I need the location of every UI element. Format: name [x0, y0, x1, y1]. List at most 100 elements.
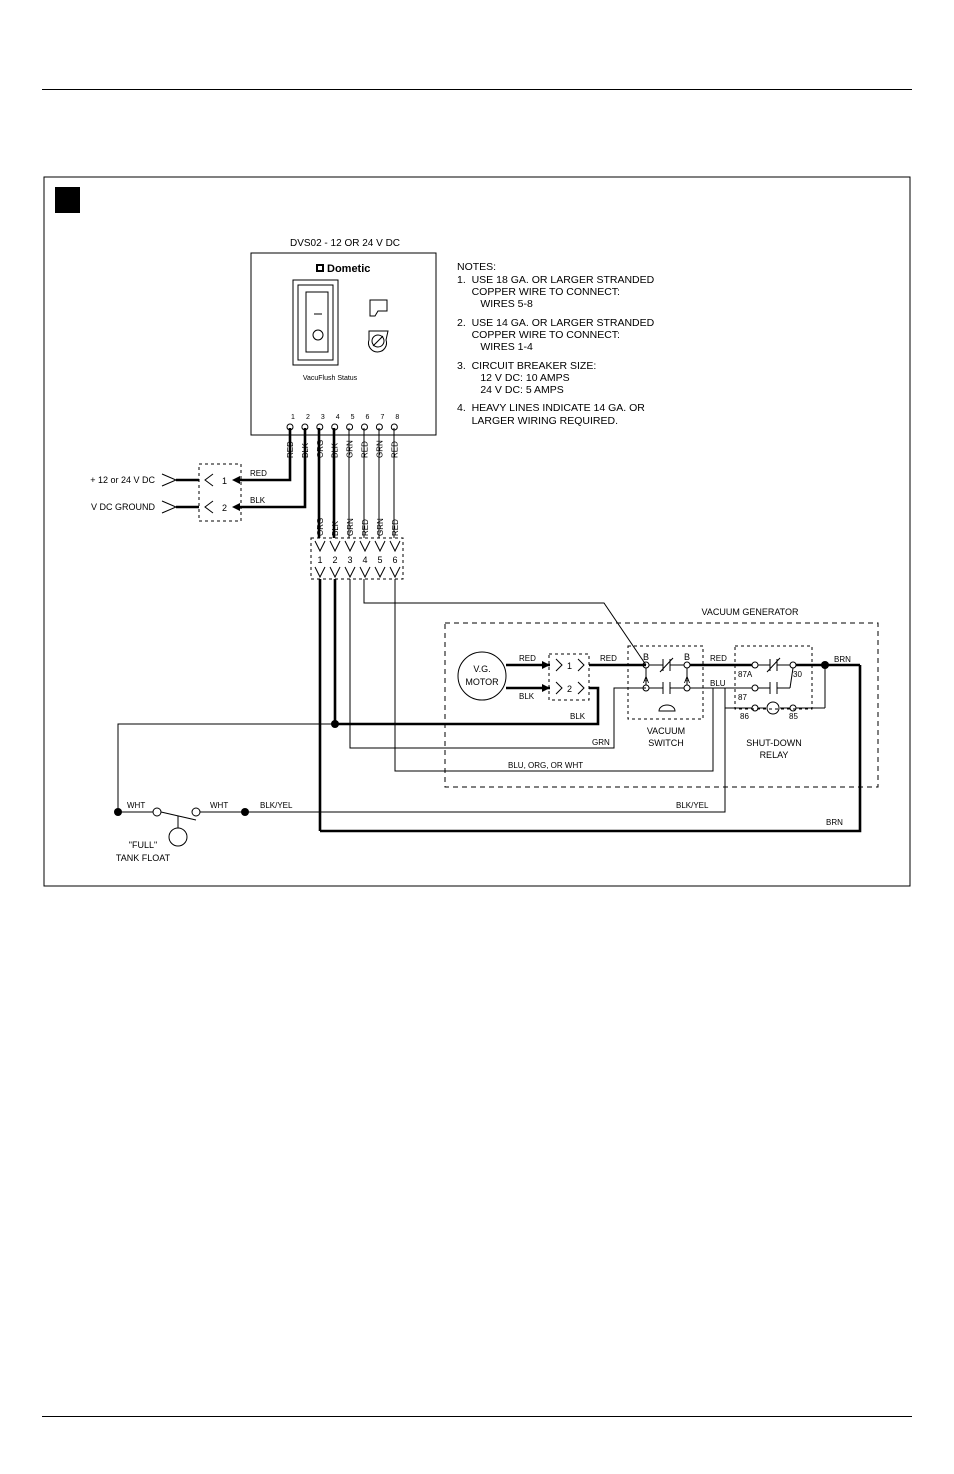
notes-heading: NOTES:: [457, 261, 496, 273]
wire-brn-bottom: BRN: [826, 818, 843, 827]
wire-grn-label: GRN: [592, 738, 610, 747]
figure-marker-box: [55, 187, 80, 213]
float-label-1: "FULL": [129, 840, 157, 850]
panel-terminal-number: 4: [336, 414, 340, 421]
note-line: WIRES 1-4: [457, 341, 533, 353]
motor-wire-blk: BLK: [519, 692, 535, 701]
relay-symbol: [751, 657, 797, 715]
harness-pin-upper: [314, 540, 326, 553]
wire-red-label: RED: [600, 654, 617, 663]
harness-pin-number: 6: [392, 555, 397, 565]
panel-terminal-number: 2: [306, 414, 310, 421]
brn-wiring: [320, 661, 862, 833]
note-line: COPPER WIRE TO CONNECT:: [457, 329, 620, 341]
switch-terminal-a-right: A: [684, 675, 690, 685]
harness-wiring: [117, 579, 714, 831]
harness-red-to-switch: [363, 579, 647, 666]
bottom-rule: [42, 1416, 912, 1417]
vacuum-switch-label-1: VACUUM: [647, 726, 685, 736]
note-line: 3. CIRCUIT BREAKER SIZE:: [457, 360, 596, 372]
panel-terminal-number: 5: [351, 414, 355, 421]
harness-pin-lower: [314, 566, 326, 579]
wire-blu-label: BLU: [710, 679, 726, 688]
panel-terminal-number: 3: [321, 414, 325, 421]
vacuum-switch-symbol: [642, 657, 691, 712]
note-line: COPPER WIRE TO CONNECT:: [457, 286, 620, 298]
status-display: [292, 279, 339, 366]
harness-pin-lower: [329, 566, 341, 579]
notes: NOTES: 1. USE 18 GA. OR LARGER STRANDED …: [457, 261, 655, 427]
wire-blk-yel-left: BLK/YEL: [260, 801, 293, 810]
switch-terminal-a-left: A: [643, 675, 649, 685]
status-label: VacuFlush Status: [303, 375, 358, 382]
panel-wire-color: GRN: [375, 440, 384, 458]
panel-terminal-number: 6: [366, 414, 370, 421]
vacuum-switch-box: [627, 645, 704, 720]
vacuum-generator-title: VACUUM GENERATOR: [701, 607, 799, 617]
motor-label-2: MOTOR: [465, 677, 499, 687]
panel-terminal-screw: [346, 423, 354, 431]
harness-pin-upper: [344, 540, 356, 553]
panel-wire-color: GRN: [346, 440, 355, 458]
harness-pin-number: 1: [317, 555, 322, 565]
power-pin-2: 2: [222, 503, 227, 513]
relay-pin-87a: 87A: [738, 670, 753, 679]
relay-pin-86: 86: [740, 712, 749, 721]
harness-pin-lower: [359, 566, 371, 579]
wire-blk-label: BLK: [570, 712, 586, 721]
panel-wire-color: RED: [361, 441, 370, 458]
harness-wire-color: GRN: [346, 518, 355, 536]
no-flush-icon: [368, 330, 389, 353]
diagram-frame: [43, 176, 911, 887]
switch-terminal-b-left: B: [643, 652, 649, 662]
note-line: WIRES 5-8: [457, 298, 533, 310]
harness-pin-number: 4: [362, 555, 367, 565]
harness-wire-color: GRN: [376, 518, 385, 536]
wire-wht-right: WHT: [210, 801, 228, 810]
harness-pin-number: 3: [347, 555, 352, 565]
panel-terminal-number: 7: [380, 414, 384, 421]
relay-label-1: SHUT-DOWN: [746, 738, 802, 748]
float-label-2: TANK FLOAT: [116, 853, 171, 863]
note-line: 1. USE 18 GA. OR LARGER STRANDED: [457, 274, 655, 286]
panel-terminal-number: 8: [395, 414, 399, 421]
harness-pin-upper: [389, 540, 401, 553]
switch-terminal-b-right: B: [684, 652, 690, 662]
panel-title: DVS02 - 12 OR 24 V DC: [290, 238, 400, 249]
harness-wire-color: RED: [391, 519, 400, 536]
note-line: 12 V DC: 10 AMPS: [457, 372, 570, 384]
vacuum-generator-box: [444, 622, 879, 788]
blk-return: [335, 686, 600, 726]
vacuum-switch-label-2: SWITCH: [648, 738, 684, 748]
harness-pin-number: 2: [332, 555, 337, 565]
power-wire-blk: BLK: [250, 496, 266, 505]
harness-pin-upper: [329, 540, 341, 553]
harness-pin-upper: [359, 540, 371, 553]
brand-name: Dometic: [327, 263, 370, 275]
wire-red-out-label: RED: [710, 654, 727, 663]
wire-brn-label: BRN: [834, 655, 851, 664]
wire-wht-left: WHT: [127, 801, 145, 810]
ground-label: V DC GROUND: [91, 502, 156, 512]
note-line: LARGER WIRING REQUIRED.: [457, 415, 618, 427]
panel-box: [250, 252, 437, 436]
harness-pin-lower: [344, 566, 356, 579]
harness-wire-color: BLK: [331, 520, 340, 536]
wire-blk-yel-right: BLK/YEL: [676, 801, 709, 810]
positive-supply-label: + 12 or 24 V DC: [90, 475, 155, 485]
harness-pin-upper: [374, 540, 386, 553]
note-line: 24 V DC: 5 AMPS: [457, 384, 564, 396]
wire-blu-org-wht-label: BLU, ORG, OR WHT: [508, 761, 583, 770]
top-rule: [42, 89, 912, 90]
panel-wire-color: RED: [390, 441, 399, 458]
harness-connector: [310, 537, 404, 580]
panel-wiring: [240, 428, 395, 538]
harness-pin-lower: [374, 566, 386, 579]
relay-pin-85: 85: [789, 712, 798, 721]
motor-wire-red: RED: [519, 654, 536, 663]
note-line: 2. USE 14 GA. OR LARGER STRANDED: [457, 317, 655, 329]
motor-symbol: [457, 651, 507, 701]
power-pin-1: 1: [222, 476, 227, 486]
